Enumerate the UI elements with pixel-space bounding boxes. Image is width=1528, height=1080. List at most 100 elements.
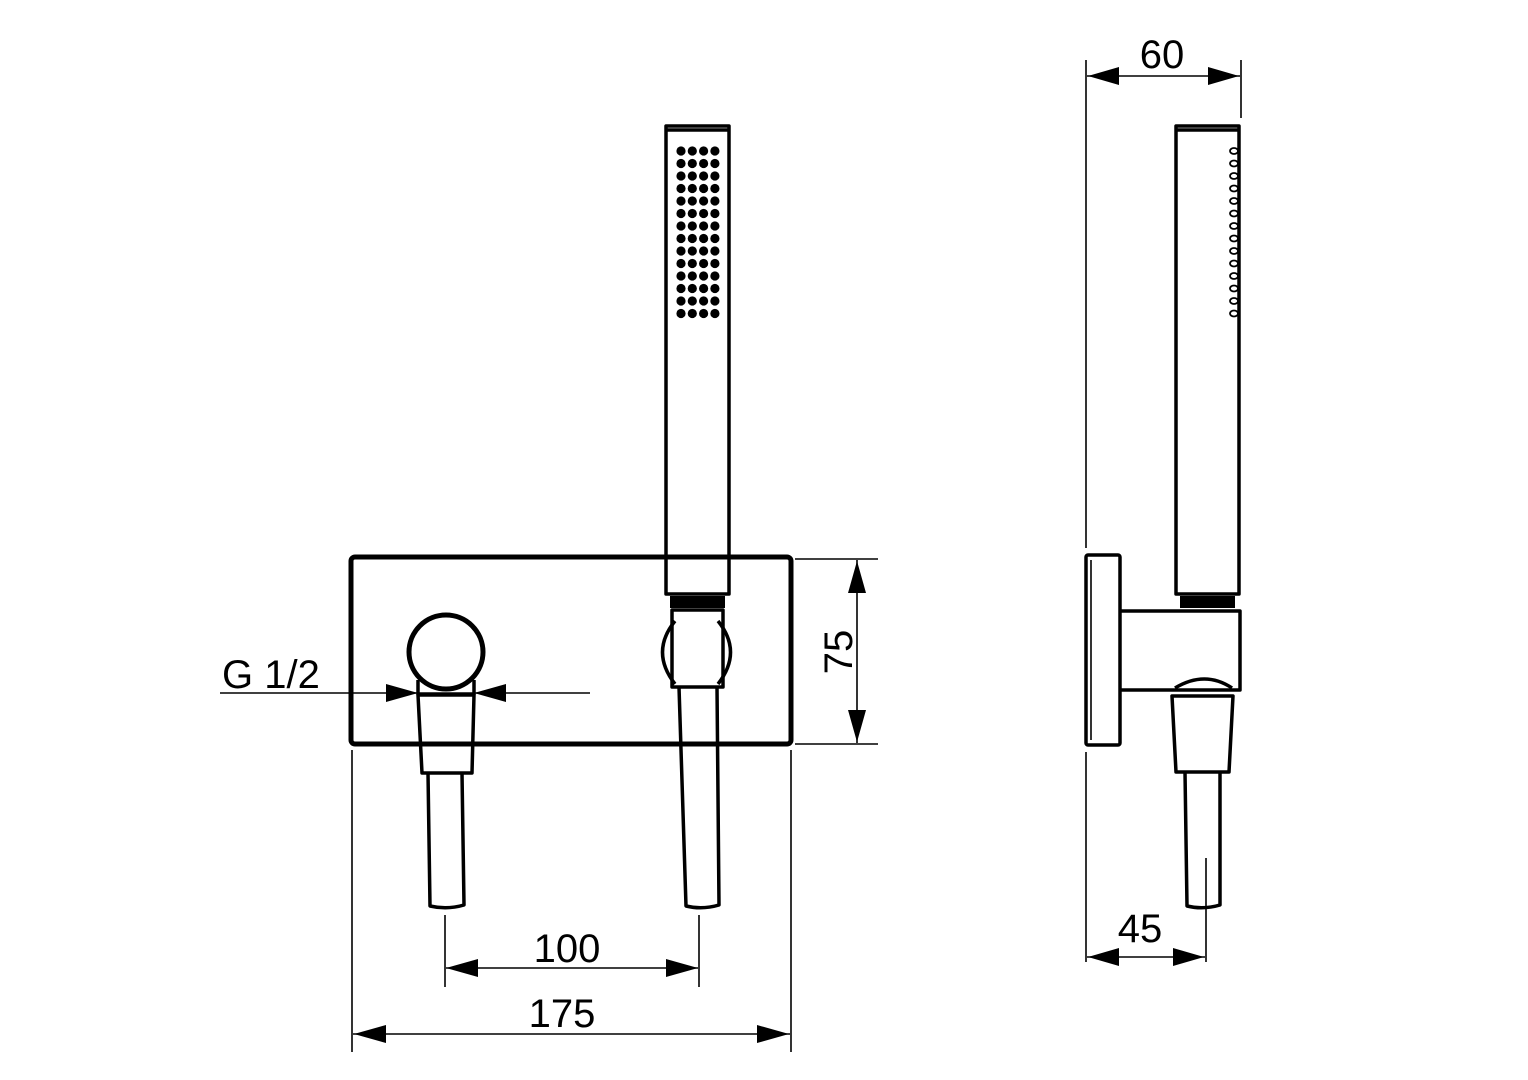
spray-nozzle xyxy=(710,233,720,244)
spray-nozzle xyxy=(710,146,720,156)
spray-nozzle xyxy=(699,283,709,294)
spray-nozzle xyxy=(687,221,697,231)
spray-nozzle xyxy=(710,296,720,306)
wall-plate xyxy=(348,554,794,747)
outlet-knob xyxy=(406,612,486,692)
dimension-g12: G 1/2 xyxy=(220,653,590,702)
side-spray-nozzle xyxy=(1229,234,1239,243)
side-spray-nozzle xyxy=(1229,172,1239,180)
side-spray-nozzles xyxy=(1229,147,1239,318)
side-spray-nozzle xyxy=(1229,247,1239,255)
side-spray-nozzle xyxy=(1229,147,1239,155)
spacing-label: 100 xyxy=(534,927,601,971)
spray-nozzle xyxy=(710,196,720,206)
spray-nozzle xyxy=(676,171,686,181)
spray-nozzle xyxy=(699,221,709,231)
spray-nozzle xyxy=(676,208,686,219)
spray-nozzle xyxy=(710,221,720,231)
side-hose xyxy=(1183,771,1222,910)
spray-nozzle xyxy=(676,196,686,206)
dimension-100: 100 xyxy=(444,915,700,987)
dimension-175: 175 xyxy=(351,750,792,1052)
spray-nozzle xyxy=(710,171,720,181)
spray-nozzle xyxy=(687,183,697,194)
side-wall-plate xyxy=(1084,553,1122,747)
spray-nozzle xyxy=(710,208,720,219)
thread-label: G 1/2 xyxy=(222,653,320,697)
spray-nozzle xyxy=(687,258,697,269)
hand-shower-head xyxy=(664,124,731,596)
spray-nozzle xyxy=(699,208,709,219)
holder-clip-left xyxy=(660,619,677,686)
spray-nozzle xyxy=(676,246,686,256)
spray-nozzle xyxy=(687,296,697,306)
dimension-75: 75 xyxy=(795,558,878,745)
side-spray-nozzle xyxy=(1229,284,1239,293)
dimension-60: 60 xyxy=(1085,33,1242,548)
spray-nozzle xyxy=(687,246,697,256)
spray-nozzle xyxy=(699,271,709,281)
side-view xyxy=(1084,124,1242,910)
spray-nozzle xyxy=(676,283,686,294)
depth-bottom-label: 45 xyxy=(1118,907,1163,951)
side-shower-thread xyxy=(1180,596,1235,608)
spray-nozzle xyxy=(699,308,709,319)
width-label: 175 xyxy=(529,992,596,1036)
spray-nozzle xyxy=(699,183,709,194)
side-spray-nozzle xyxy=(1229,184,1239,193)
side-spray-nozzle xyxy=(1229,297,1239,305)
spray-nozzle xyxy=(687,283,697,294)
spray-nozzle xyxy=(676,221,686,231)
spray-nozzle xyxy=(699,246,709,256)
shower-holder xyxy=(670,608,725,689)
depth-top-label: 60 xyxy=(1140,33,1185,77)
spray-nozzle xyxy=(687,308,697,319)
side-spray-nozzle xyxy=(1229,309,1239,318)
spray-nozzle xyxy=(699,233,709,244)
spray-nozzle xyxy=(699,196,709,206)
spray-nozzle xyxy=(699,158,709,169)
spray-nozzle xyxy=(676,296,686,306)
spray-nozzle xyxy=(687,271,697,281)
side-spray-nozzle xyxy=(1229,259,1239,268)
side-hand-shower xyxy=(1174,124,1241,596)
side-holder-arm xyxy=(1120,609,1242,692)
spray-nozzle xyxy=(699,171,709,181)
spray-nozzle xyxy=(699,146,709,156)
holder-clip-right xyxy=(716,619,733,686)
spray-nozzle xyxy=(710,308,720,319)
dimension-45: 45 xyxy=(1085,752,1207,966)
height-label: 75 xyxy=(817,630,861,675)
side-holder-cap xyxy=(1174,677,1233,690)
side-spray-nozzle xyxy=(1229,222,1239,230)
side-spray-nozzle xyxy=(1229,272,1239,280)
spray-nozzle xyxy=(676,271,686,281)
side-elbow xyxy=(1170,694,1235,774)
spray-nozzle xyxy=(687,146,697,156)
spray-nozzle xyxy=(687,158,697,169)
spray-nozzle xyxy=(676,158,686,169)
spray-nozzle xyxy=(687,171,697,181)
spray-nozzle xyxy=(676,233,686,244)
spray-nozzle xyxy=(676,258,686,269)
spray-nozzle xyxy=(687,233,697,244)
hose xyxy=(677,686,721,910)
spray-nozzle xyxy=(710,158,720,169)
spray-nozzle xyxy=(676,183,686,194)
side-spray-nozzle xyxy=(1229,209,1239,218)
spray-nozzle xyxy=(687,208,697,219)
spray-nozzles xyxy=(676,146,720,319)
spray-nozzle xyxy=(710,258,720,269)
spray-nozzle xyxy=(676,308,686,319)
side-spray-nozzle xyxy=(1229,159,1239,168)
spray-nozzle xyxy=(710,246,720,256)
spray-nozzle xyxy=(687,196,697,206)
spray-nozzle xyxy=(710,271,720,281)
spray-nozzle xyxy=(699,296,709,306)
supply-pipe xyxy=(426,772,466,910)
front-view xyxy=(348,124,794,910)
spray-nozzle xyxy=(676,146,686,156)
shower-thread xyxy=(670,596,725,608)
spray-nozzle xyxy=(710,183,720,194)
